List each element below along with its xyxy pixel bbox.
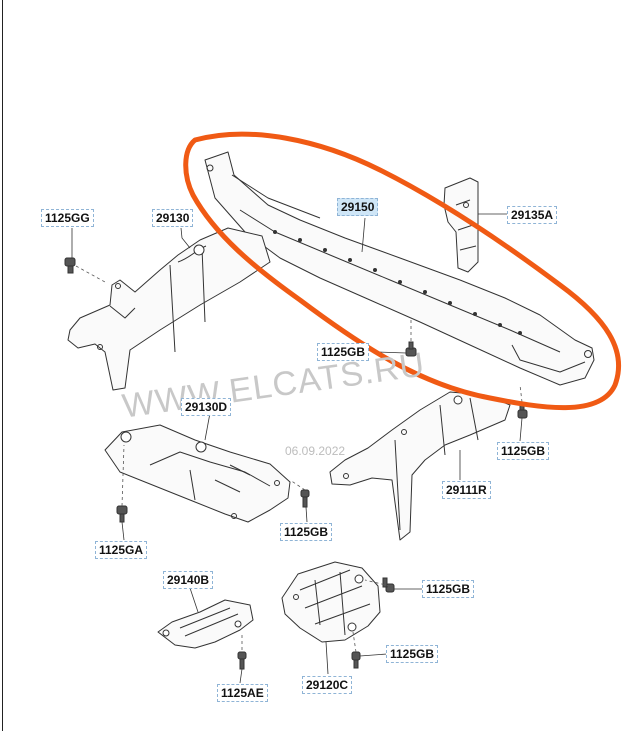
- skid-plate-29120C[interactable]: [281, 561, 381, 643]
- part-label-1125GB-low1[interactable]: 1125GB: [422, 580, 475, 598]
- highlight-outline: [183, 131, 622, 411]
- part-label-1125GB-mid[interactable]: 1125GB: [280, 523, 333, 541]
- part-label-29130[interactable]: 29130: [152, 209, 194, 227]
- bolt-icon[interactable]: [351, 651, 361, 669]
- under-cover-29130[interactable]: [67, 227, 271, 391]
- part-label-29140B[interactable]: 29140B: [163, 571, 214, 589]
- bolt-icon[interactable]: [237, 651, 247, 670]
- under-cover-29130D[interactable]: [104, 424, 291, 523]
- part-label-29111R[interactable]: 29111R: [442, 481, 491, 499]
- part-label-29150[interactable]: 29150: [337, 198, 379, 216]
- part-label-1125GB-right[interactable]: 1125GB: [497, 442, 550, 460]
- under-cover-29111R[interactable]: [329, 391, 511, 541]
- bolt-icon[interactable]: [382, 577, 395, 593]
- bolt-icon[interactable]: [116, 505, 128, 523]
- bolt-icon[interactable]: [405, 341, 417, 357]
- part-label-1125GA[interactable]: 1125GA: [95, 541, 148, 559]
- bolt-icon[interactable]: [300, 489, 310, 508]
- part-label-1125GG[interactable]: 1125GG: [41, 209, 94, 227]
- frame-border: [2, 0, 3, 731]
- part-label-1125GB-low2[interactable]: 1125GB: [386, 645, 439, 663]
- part-label-1125AE[interactable]: 1125AE: [217, 684, 268, 702]
- watermark-date: 06.09.2022: [285, 444, 346, 458]
- part-label-29135A[interactable]: 29135A: [507, 206, 558, 224]
- part-label-29130D[interactable]: 29130D: [181, 398, 232, 416]
- part-label-1125GB-center[interactable]: 1125GB: [317, 343, 370, 361]
- bolt-icon[interactable]: [64, 257, 76, 274]
- bracket-29140B[interactable]: [157, 599, 254, 649]
- part-label-29120C[interactable]: 29120C: [302, 676, 353, 694]
